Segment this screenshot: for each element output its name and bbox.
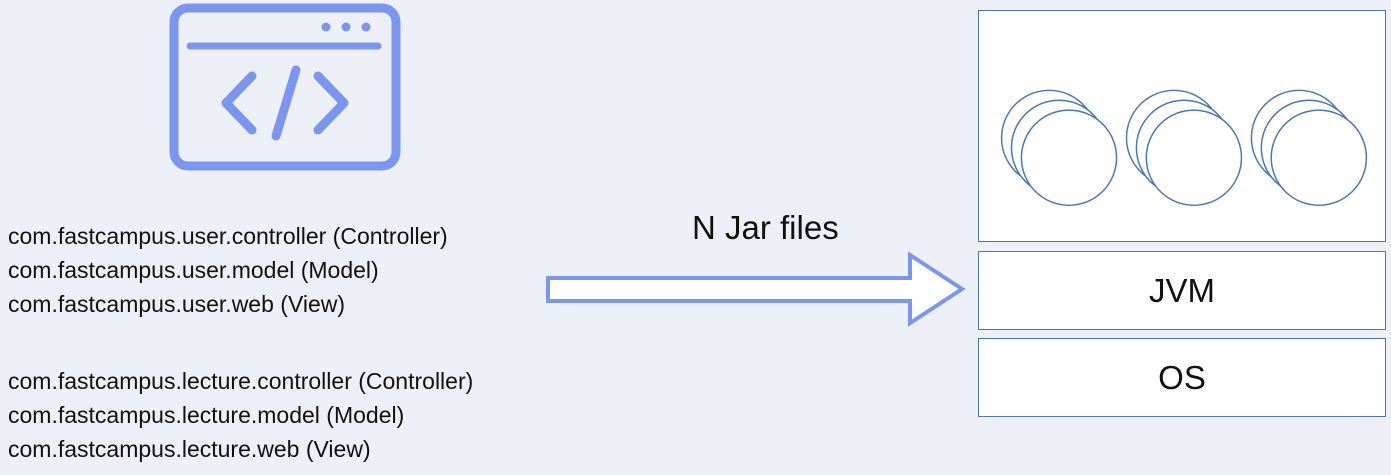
- code-window-icon: [169, 3, 401, 171]
- user-package-list: com.fastcampus.user.controller (Controll…: [8, 219, 448, 321]
- application-instances-box: [978, 10, 1386, 242]
- instance-circle: [1270, 109, 1368, 207]
- jvm-layer: JVM: [978, 251, 1386, 330]
- instance-circles: [1000, 89, 1368, 207]
- instance-circle: [1145, 109, 1243, 207]
- right-arrow-icon: [546, 251, 966, 327]
- os-layer: OS: [978, 338, 1386, 417]
- package-item: com.fastcampus.lecture.controller (Contr…: [8, 368, 474, 394]
- os-label: OS: [1158, 358, 1206, 396]
- arrow-label: N Jar files: [692, 209, 839, 246]
- package-item: com.fastcampus.lecture.model (Model): [8, 402, 405, 428]
- package-item: com.fastcampus.lecture.web (View): [8, 436, 371, 462]
- jvm-label: JVM: [1149, 271, 1215, 309]
- lecture-package-list: com.fastcampus.lecture.controller (Contr…: [8, 364, 473, 466]
- package-item: com.fastcampus.user.model (Model): [8, 257, 379, 283]
- instance-circle: [1020, 109, 1118, 207]
- package-item: com.fastcampus.user.controller (Controll…: [8, 223, 448, 249]
- package-item: com.fastcampus.user.web (View): [8, 291, 346, 317]
